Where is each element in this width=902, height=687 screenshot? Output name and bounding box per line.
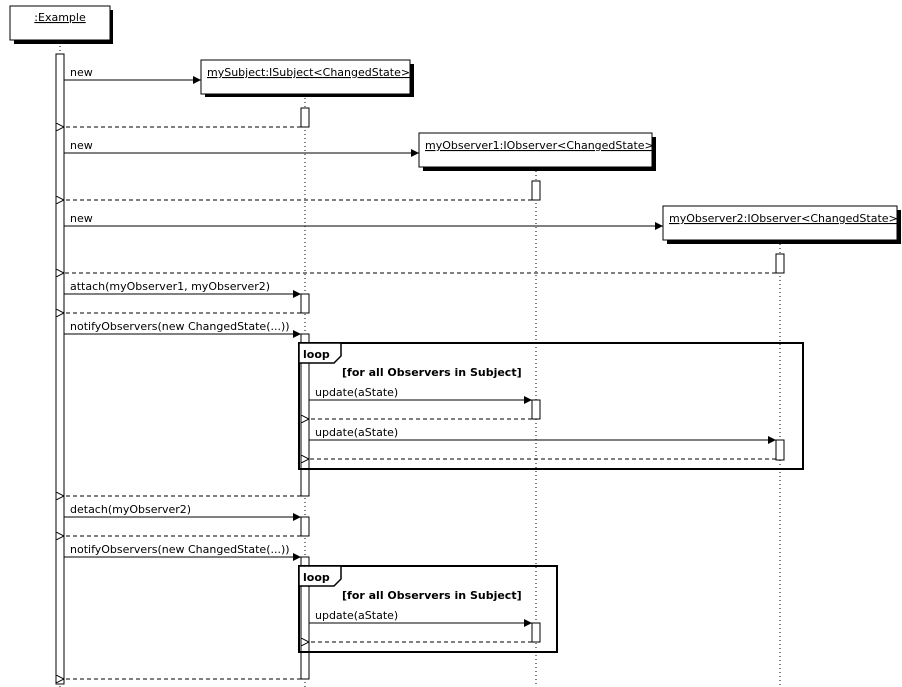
- activation-subject-notify-2: [300, 556, 310, 680]
- message-new-observer2-label: new: [70, 212, 93, 225]
- participant-subject-label: mySubject:ISubject<ChangedState>: [207, 66, 410, 79]
- message-update-3-label: update(aState): [315, 609, 398, 622]
- participant-observer1[interactable]: myObserver1:IObserver<ChangedState>: [418, 132, 656, 171]
- activation-observer1-update-2: [531, 622, 541, 643]
- loop-2-guard: [for all Observers in Subject]: [342, 589, 522, 602]
- message-update-2-label: update(aState): [315, 426, 398, 439]
- participant-observer1-label: myObserver1:IObserver<ChangedState>: [425, 139, 654, 152]
- message-detach-label: detach(myObserver2): [70, 503, 191, 516]
- activation-subject-detach: [300, 516, 310, 537]
- loop-frame-1: loop [for all Observers in Subject]: [298, 342, 804, 470]
- loop-1-keyword: loop: [303, 348, 330, 361]
- message-attach-label: attach(myObserver1, myObserver2): [70, 280, 270, 293]
- message-new-observer1-label: new: [70, 139, 93, 152]
- participant-example-label: :Example: [34, 11, 86, 24]
- activation-subject-1: [300, 107, 310, 128]
- activation-observer2-1: [775, 253, 785, 274]
- participant-observer2-label: myObserver2:IObserver<ChangedState>: [669, 212, 898, 225]
- message-notify-2-label: notifyObservers(new ChangedState(...)): [70, 543, 290, 556]
- message-notify-1-label: notifyObservers(new ChangedState(...)): [70, 320, 290, 333]
- loop-1-guard: [for all Observers in Subject]: [342, 366, 522, 379]
- activation-observer1-update-1: [531, 399, 541, 420]
- activation-observer1-1: [531, 180, 541, 201]
- participant-subject[interactable]: mySubject:ISubject<ChangedState>: [200, 59, 414, 97]
- participant-example[interactable]: :Example: [9, 5, 113, 44]
- loop-frame-2: loop [for all Observers in Subject]: [298, 565, 558, 653]
- activation-observer2-update: [775, 439, 785, 461]
- activation-example: [55, 53, 65, 685]
- message-new-subject-label: new: [70, 66, 93, 79]
- message-update-1-label: update(aState): [315, 386, 398, 399]
- activation-subject-attach: [300, 293, 310, 314]
- participant-observer2[interactable]: myObserver2:IObserver<ChangedState>: [662, 205, 901, 244]
- loop-2-keyword: loop: [303, 571, 330, 584]
